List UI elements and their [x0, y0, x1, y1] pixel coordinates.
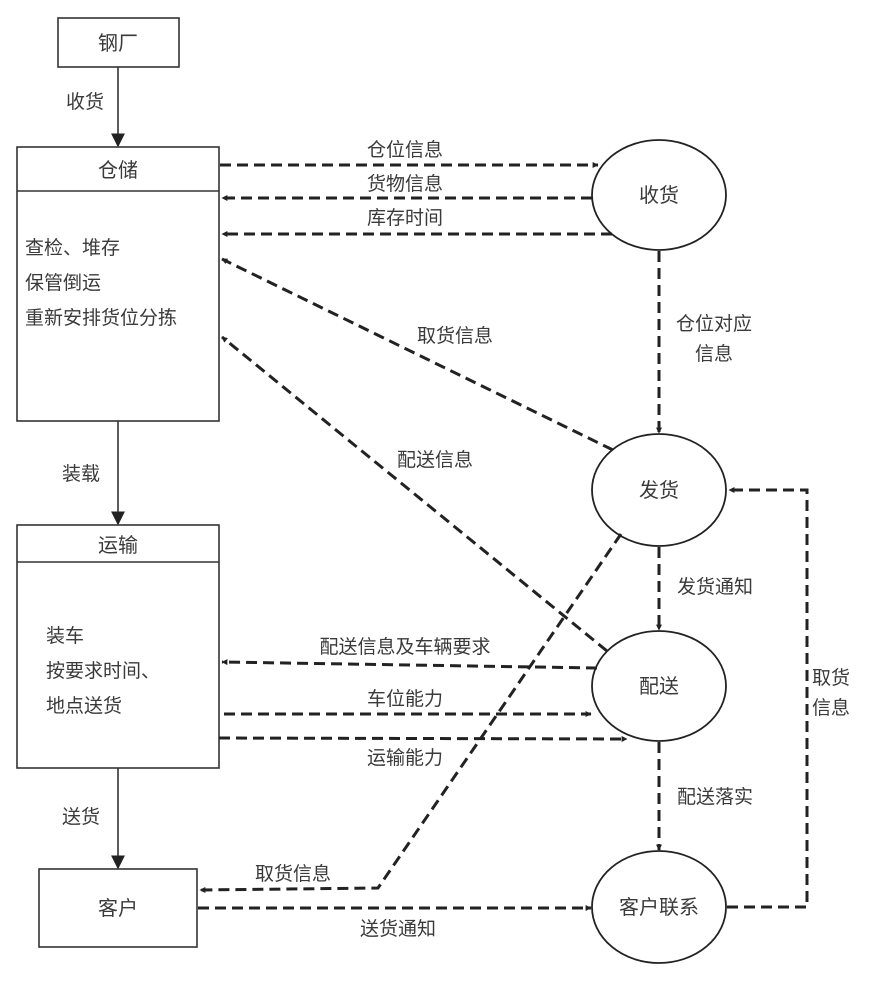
vehicle-capacity-flow: 车位能力 — [224, 688, 592, 717]
transport-capacity-label: 运输能力 — [367, 747, 443, 769]
pickup-info-loop-flow: 取货 信息 — [727, 487, 850, 909]
shipping-label: 发货 — [639, 478, 679, 502]
pickup-info-warehouse-flow: 取货信息 — [221, 257, 614, 452]
storage-time-label: 库存时间 — [367, 207, 443, 229]
warehouse-title: 仓储 — [98, 158, 138, 182]
pickup-info-loop-label-1: 取货 — [812, 667, 850, 689]
delivery-label: 配送 — [639, 674, 679, 698]
warehouse-to-transport-arrow: 装载 — [62, 421, 125, 526]
transport-to-customer-arrow: 送货 — [62, 768, 125, 870]
mill-to-warehouse-arrow: 收货 — [66, 67, 125, 148]
customer-contact-process: 客户联系 — [591, 850, 727, 964]
receiving-process: 收货 — [591, 139, 727, 251]
shipping-notice-flow: 发货通知 — [656, 547, 753, 631]
transport-node: 运输 装车 按要求时间、 地点送货 — [16, 524, 220, 769]
warehouse-line-2: 保管倒运 — [25, 272, 101, 294]
customer-contact-label: 客户联系 — [619, 895, 699, 919]
location-mapping-flow: 仓位对应 信息 — [656, 251, 752, 434]
mill-to-warehouse-label: 收货 — [66, 91, 104, 113]
delivery-notice-label: 送货通知 — [360, 918, 436, 940]
shipping-process: 发货 — [591, 433, 727, 547]
transport-capacity-flow: 运输能力 — [218, 735, 628, 769]
warehouse-line-1: 查检、堆存 — [25, 237, 120, 259]
receiving-label: 收货 — [639, 183, 679, 207]
goods-info-label: 货物信息 — [367, 173, 443, 195]
warehouse-line-3: 重新安排货位分拣 — [25, 307, 177, 329]
transport-title: 运输 — [98, 533, 138, 557]
transport-line-3: 地点送货 — [46, 695, 122, 717]
location-info-label: 仓位信息 — [367, 139, 443, 161]
customer-node: 客户 — [38, 868, 198, 948]
delivery-info-warehouse-label: 配送信息 — [397, 449, 473, 471]
delivery-info-vehicle-flow: 配送信息及车辆要求 — [221, 636, 598, 670]
delivery-confirmed-flow: 配送落实 — [656, 742, 753, 851]
warehouse-node: 仓储 查检、堆存 保管倒运 重新安排货位分拣 — [16, 146, 220, 422]
customer-label: 客户 — [98, 896, 138, 920]
pickup-info-customer-flow: 取货信息 — [199, 533, 623, 893]
steel-mill-label: 钢厂 — [98, 31, 138, 55]
delivery-process: 配送 — [591, 630, 727, 742]
delivery-info-vehicle-label: 配送信息及车辆要求 — [319, 636, 490, 658]
storage-time-flow: 库存时间 — [221, 207, 612, 237]
warehouse-to-transport-label: 装载 — [62, 463, 100, 485]
location-mapping-label-1: 仓位对应 — [676, 313, 752, 335]
transport-line-2: 按要求时间、 — [46, 660, 160, 682]
pickup-info-warehouse-label: 取货信息 — [417, 325, 493, 347]
location-info-flow: 仓位信息 — [220, 139, 599, 168]
transport-line-1: 装车 — [46, 625, 84, 647]
goods-info-flow: 货物信息 — [221, 173, 592, 201]
shipping-notice-label: 发货通知 — [677, 576, 753, 598]
vehicle-capacity-label: 车位能力 — [367, 688, 443, 710]
delivery-info-warehouse-flow: 配送信息 — [221, 335, 608, 653]
steel-mill-node: 钢厂 — [57, 17, 180, 68]
pickup-info-loop-label-2: 信息 — [812, 697, 850, 719]
location-mapping-label-2: 信息 — [695, 343, 733, 365]
delivery-notice-flow: 送货通知 — [198, 905, 592, 940]
delivery-confirmed-label: 配送落实 — [677, 786, 753, 808]
transport-to-customer-label: 送货 — [62, 806, 100, 828]
pickup-info-customer-label: 取货信息 — [255, 863, 331, 885]
